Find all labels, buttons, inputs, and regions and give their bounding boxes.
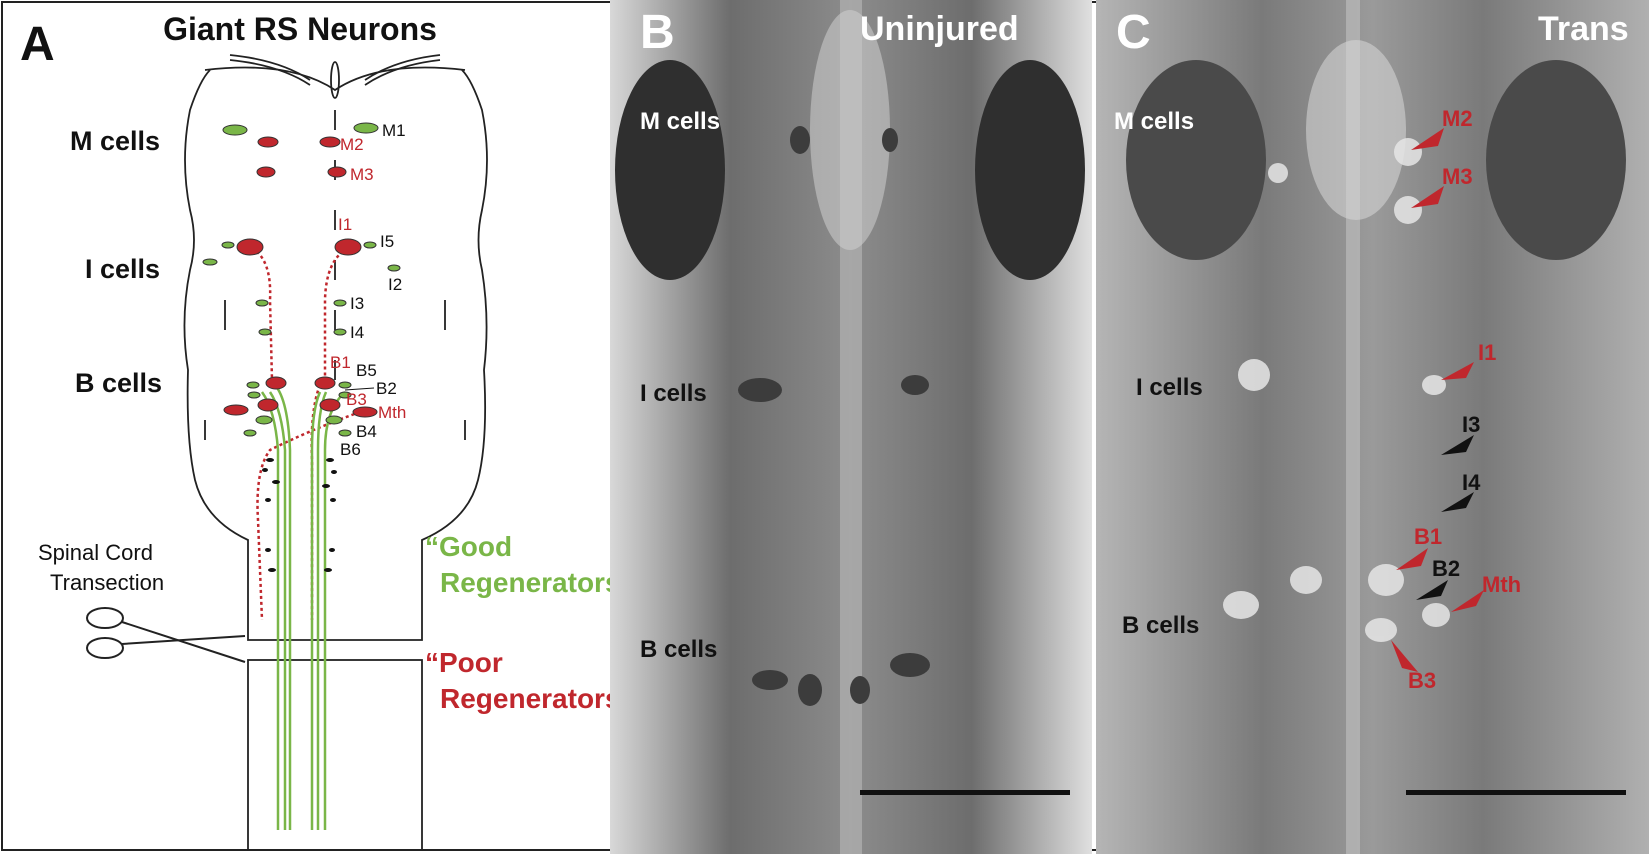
transection-label-1: Spinal Cord — [38, 540, 153, 565]
panel-letter-b: B — [640, 6, 675, 59]
cell-label-mth: Mth — [378, 403, 406, 422]
scale-bar-c — [1406, 790, 1626, 795]
cell-label-m2: M2 — [340, 135, 364, 154]
cell-label-i3: I3 — [350, 294, 364, 313]
tissue-texture — [610, 0, 1092, 854]
arrow-label-b1: B1 — [1414, 524, 1443, 549]
cell-somata — [202, 122, 401, 437]
arrow-label-m2: M2 — [1442, 106, 1473, 131]
cell-label-b4: B4 — [356, 422, 377, 441]
micrograph-transected: C Trans M cells I cells B cells M2 M3 I1… — [1096, 0, 1649, 854]
arrow-label-i3: I3 — [1462, 412, 1481, 437]
cell-label-b1: B1 — [330, 353, 351, 372]
micro-c-b-cells: B cells — [1122, 612, 1200, 639]
b2-leader — [344, 387, 375, 391]
cell-label-i4: I4 — [350, 323, 364, 342]
legend-poor-line1: “Poor — [425, 647, 503, 678]
condition-label-b: Uninjured — [860, 10, 1019, 48]
panel-letter-a: A — [20, 18, 55, 71]
cell-label-b3: B3 — [346, 390, 367, 409]
arrowheads — [1391, 128, 1484, 672]
tissue-texture-c — [1096, 0, 1649, 854]
scale-bar-b — [860, 790, 1070, 795]
cell-label-m3: M3 — [350, 165, 374, 184]
legend-good-line2: Regenerators” — [440, 567, 635, 598]
panel-letter-c: C — [1116, 6, 1151, 59]
cell-label-i5: I5 — [380, 232, 394, 251]
group-label-i: I cells — [85, 254, 160, 284]
arrow-label-b2: B2 — [1432, 556, 1461, 581]
arrow-label-b3: B3 — [1408, 668, 1437, 693]
small-neurons — [262, 458, 337, 572]
cell-label-i1: I1 — [338, 215, 352, 234]
transection-label-2: Transection — [50, 570, 164, 595]
legend-good-line1: “Good — [425, 531, 512, 562]
group-label-m: M cells — [70, 126, 160, 156]
legend-poor-line2: Regenerators” — [440, 683, 635, 714]
diagram-title: Giant RS Neurons — [163, 11, 437, 47]
micro-b-i-cells: I cells — [640, 380, 707, 407]
brain-outline — [183, 54, 488, 851]
micro-c-i-cells: I cells — [1136, 374, 1203, 401]
micro-c-m-cells: M cells — [1114, 108, 1195, 135]
arrow-label-i4: I4 — [1462, 470, 1481, 495]
cell-label-b5: B5 — [356, 361, 377, 380]
cell-label-i2: I2 — [388, 275, 402, 294]
arrow-label-m3: M3 — [1442, 164, 1473, 189]
arrow-label-i1: I1 — [1478, 340, 1497, 365]
micrograph-uninjured: B Uninjured M cells I cells B cells — [610, 0, 1092, 854]
arrow-label-mth: Mth — [1482, 572, 1522, 597]
cell-label-b6: B6 — [340, 440, 361, 459]
condition-label-c: Trans — [1538, 10, 1629, 48]
cell-label-b2: B2 — [376, 379, 397, 398]
micro-b-b-cells: B cells — [640, 636, 718, 663]
group-label-b: B cells — [75, 368, 162, 398]
scissors-icon — [86, 607, 246, 663]
cell-label-m1: M1 — [382, 121, 406, 140]
micro-b-m-cells: M cells — [640, 108, 721, 135]
